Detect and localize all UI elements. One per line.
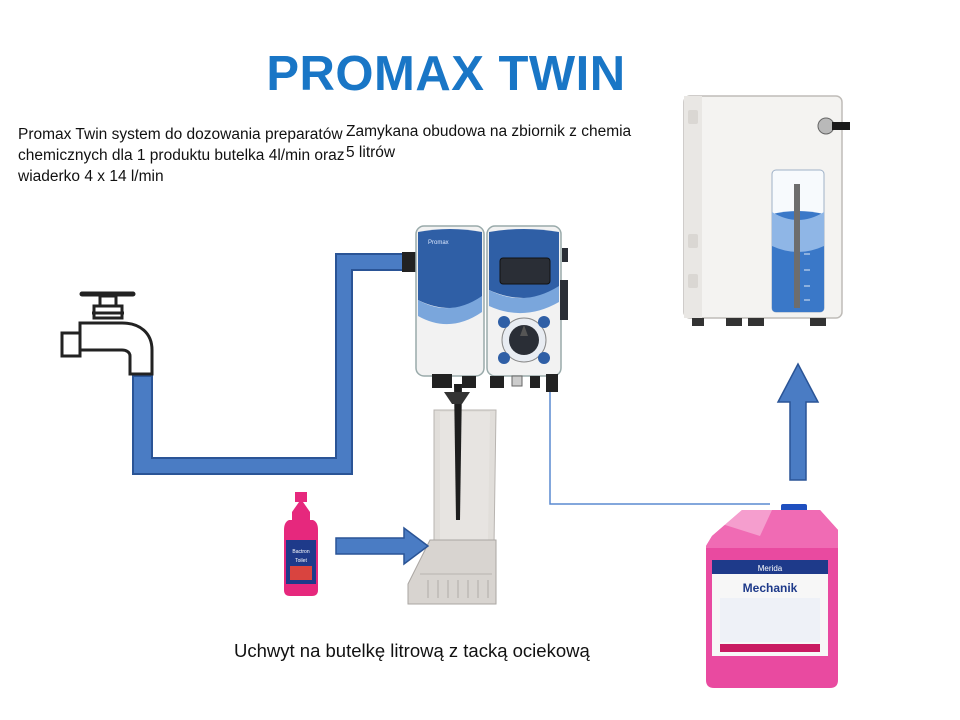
bottle-holder-caption: Uchwyt na butelkę litrową z tacką ocieko… bbox=[234, 640, 590, 661]
water-tap-icon bbox=[60, 291, 154, 376]
svg-text:Promax: Promax bbox=[428, 240, 449, 246]
page-title: PROMAX TWIN bbox=[266, 47, 626, 101]
arrow-up-icon bbox=[776, 362, 820, 481]
arrow-right-icon bbox=[335, 526, 430, 566]
cabinet-description: Zamykana obudowa na zbiornik z chemia 5 … bbox=[346, 121, 676, 163]
dispenser-unit: Promax bbox=[415, 225, 568, 392]
suction-tube-line bbox=[549, 392, 770, 505]
litre-bottle: Bactron Toilet bbox=[284, 492, 318, 596]
cabinet-description-line-1: Zamykana obudowa na zbiornik z chemia bbox=[346, 123, 632, 140]
cabinet-description-line-2: 5 litrów bbox=[346, 144, 396, 161]
chemical-canister: Merida Mechanik bbox=[706, 504, 838, 688]
water-pipe bbox=[132, 252, 416, 475]
canister-name-label: Mechanik bbox=[743, 581, 798, 595]
canister-brand-label: Merida bbox=[758, 564, 783, 573]
bottle-name-label: Toilet bbox=[295, 558, 307, 564]
lockable-cabinet bbox=[683, 95, 850, 326]
bottle-holder-drip-tray bbox=[407, 384, 497, 605]
system-description: Promax Twin system do dozowania preparat… bbox=[18, 126, 345, 185]
bottle-brand-label: Bactron bbox=[292, 549, 309, 555]
